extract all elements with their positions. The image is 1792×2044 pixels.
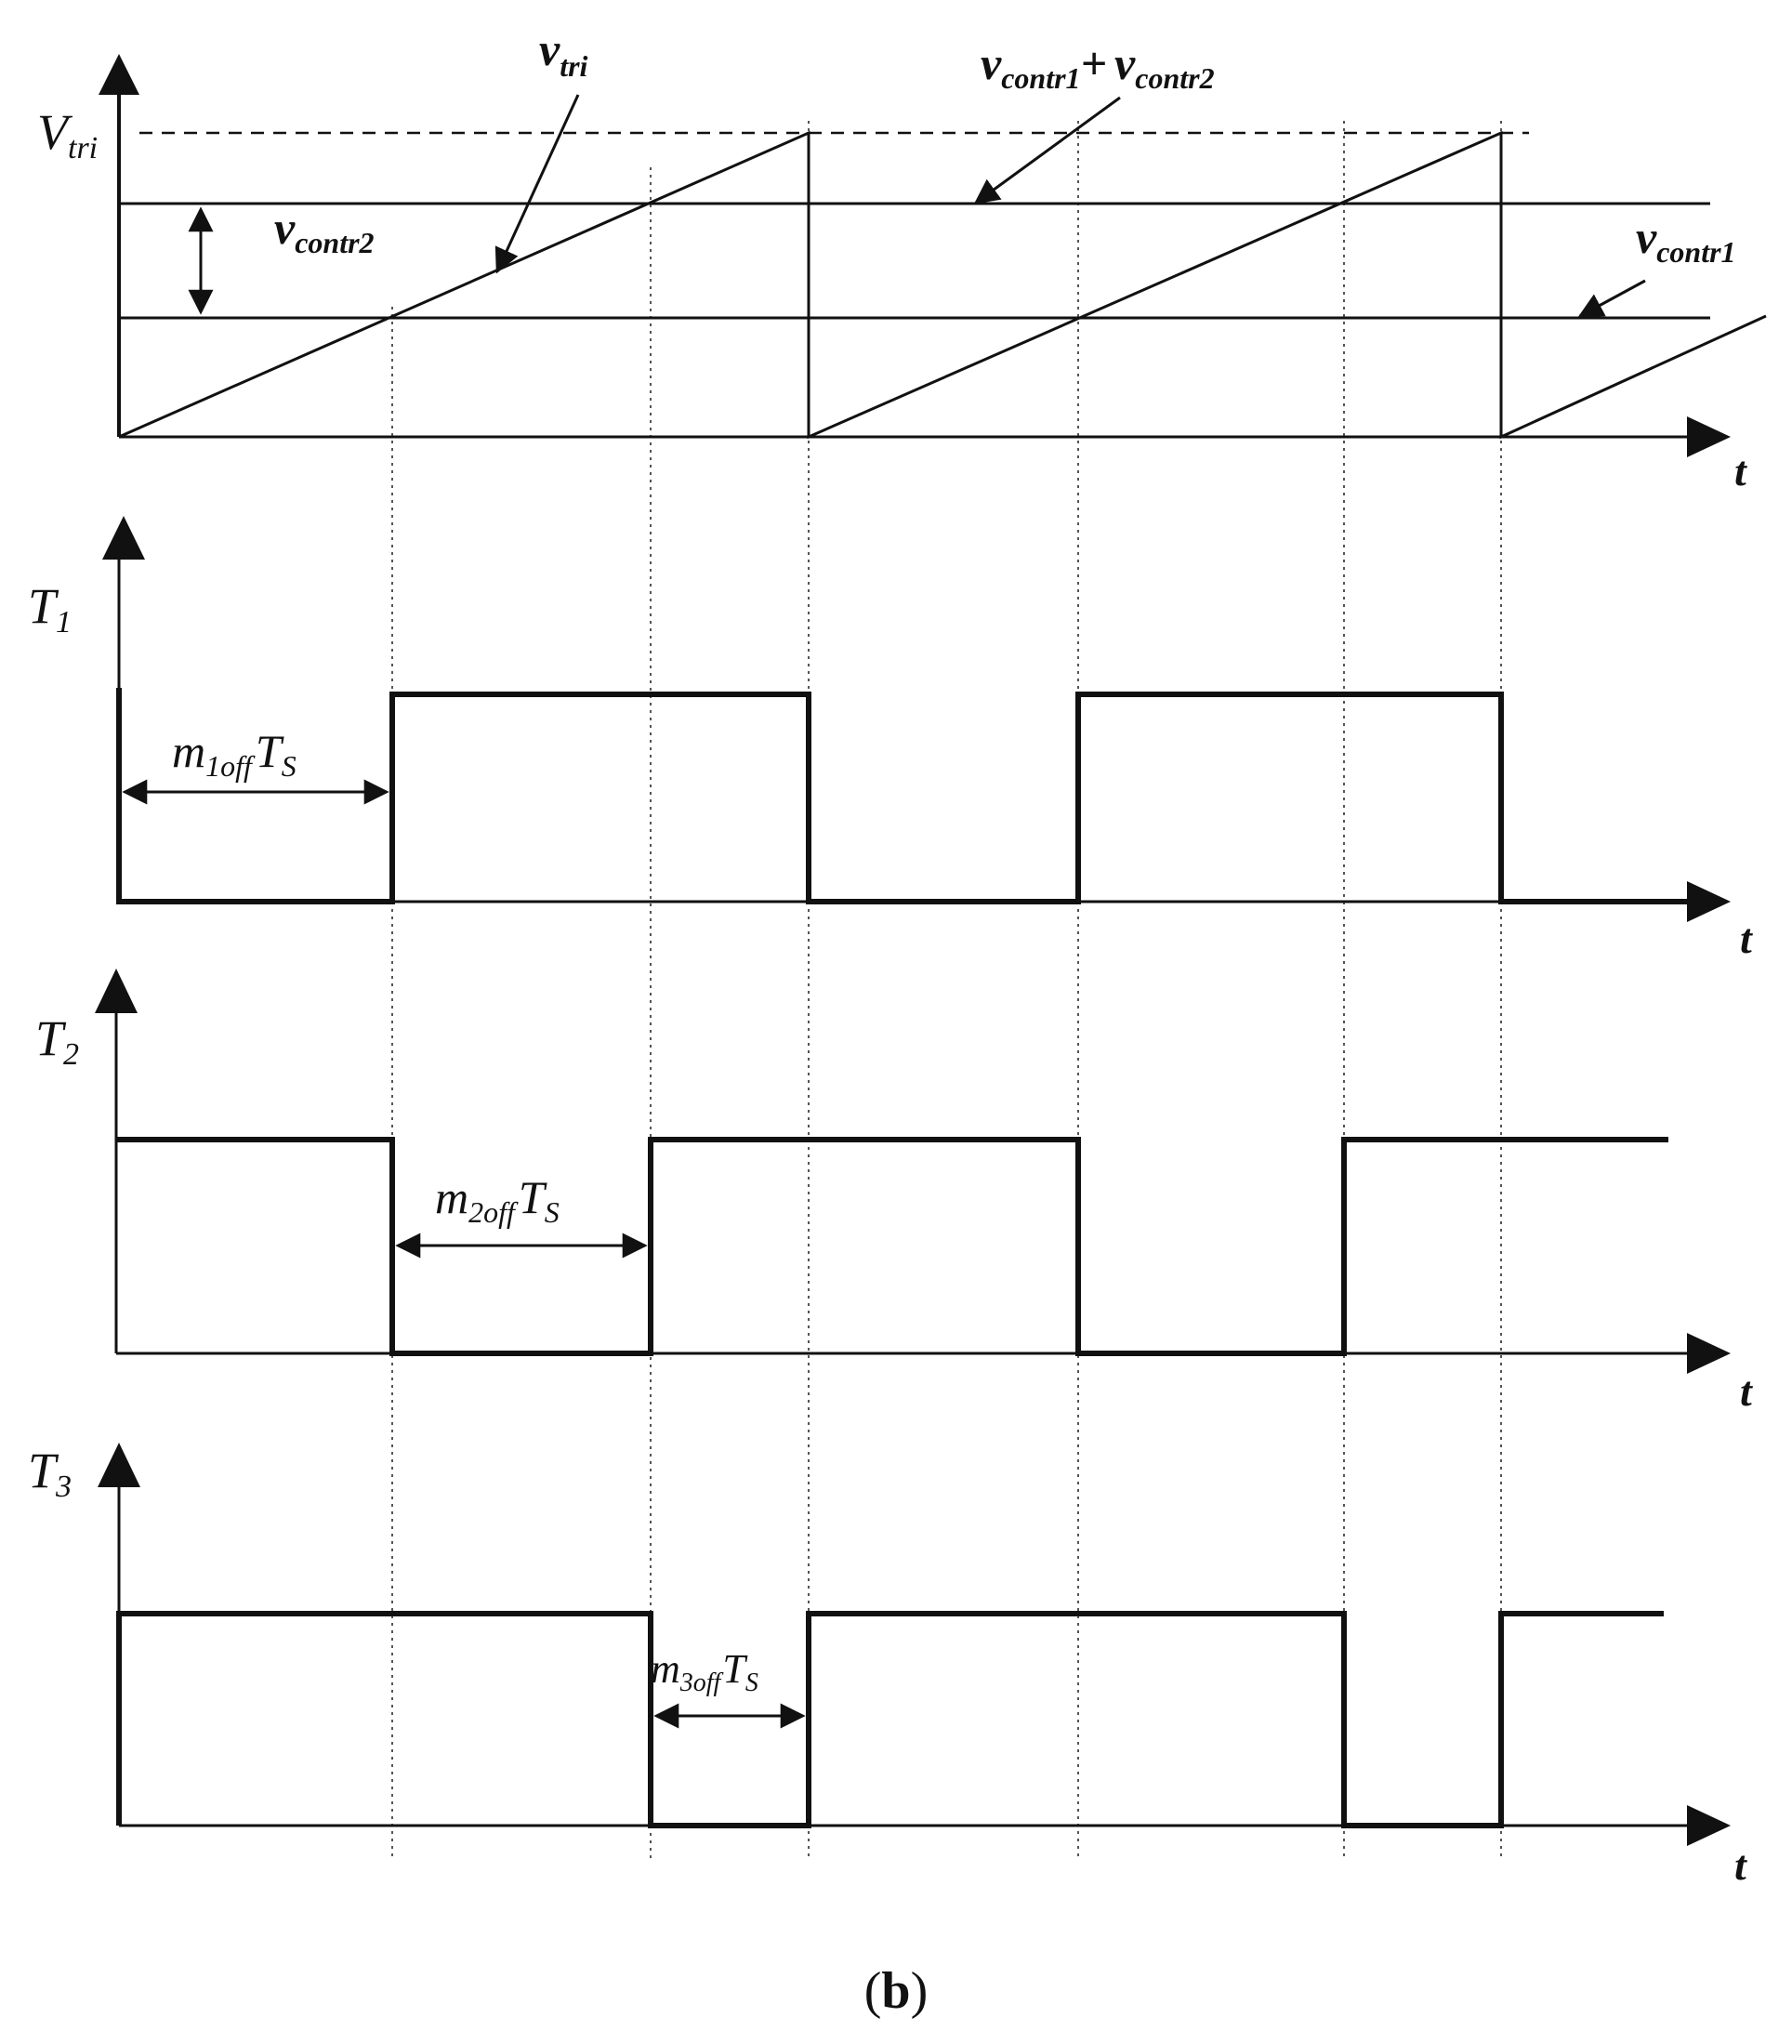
vcontr2-label: vcontr2 [274,202,375,259]
vcontr1-label: vcontr1 [1636,211,1736,269]
t2-panel: T2 m2offTS t [35,969,1753,1415]
up-arrow-icon [102,516,145,560]
carrier-panel: Vtri vtri vcontr1+vcontr2 vcontr2 vcontr… [37,23,1767,495]
right-arrow-icon [1687,1805,1731,1846]
t2-pulse-train [116,1137,1668,1356]
time-label: t [1740,1367,1753,1415]
sum-pointer-arrow [973,96,1121,204]
sawtooth-waveform [118,130,1767,440]
right-arrow-icon [1687,416,1731,457]
time-label: t [1734,1841,1747,1889]
t3-label: T3 [28,1443,72,1504]
contr1-pointer-arrow [1577,279,1646,318]
t1-panel: T1 m1offTS t [28,516,1753,962]
time-label: t [1740,915,1753,962]
up-arrow-icon [98,1443,140,1487]
up-arrow-icon [95,969,138,1013]
t3-pulse-train [116,1611,1664,1828]
time-label: t [1734,447,1747,495]
m1off-ts-label: m1offTS [172,725,296,783]
vtri-pointer-arrow [494,94,580,274]
t3-panel: T3 m3offTS t [28,1443,1747,1889]
t1-label: T1 [28,578,72,640]
t1-pulse-train [116,688,1692,904]
t2-label: T2 [35,1010,79,1072]
figure-caption: (b) [864,1962,928,2020]
vtri-label: vtri [539,23,588,83]
up-arrow-icon [99,54,139,95]
m3off-ts-label: m3offTS [651,1646,758,1697]
guide-lines [391,121,1502,1859]
m2off-ts-label: m2offTS [435,1171,560,1229]
right-arrow-icon [1687,1333,1731,1374]
vcontr-sum-label: vcontr1+vcontr2 [981,37,1215,95]
right-arrow-icon [1687,881,1731,922]
vtri-amplitude-label: Vtri [37,104,98,165]
